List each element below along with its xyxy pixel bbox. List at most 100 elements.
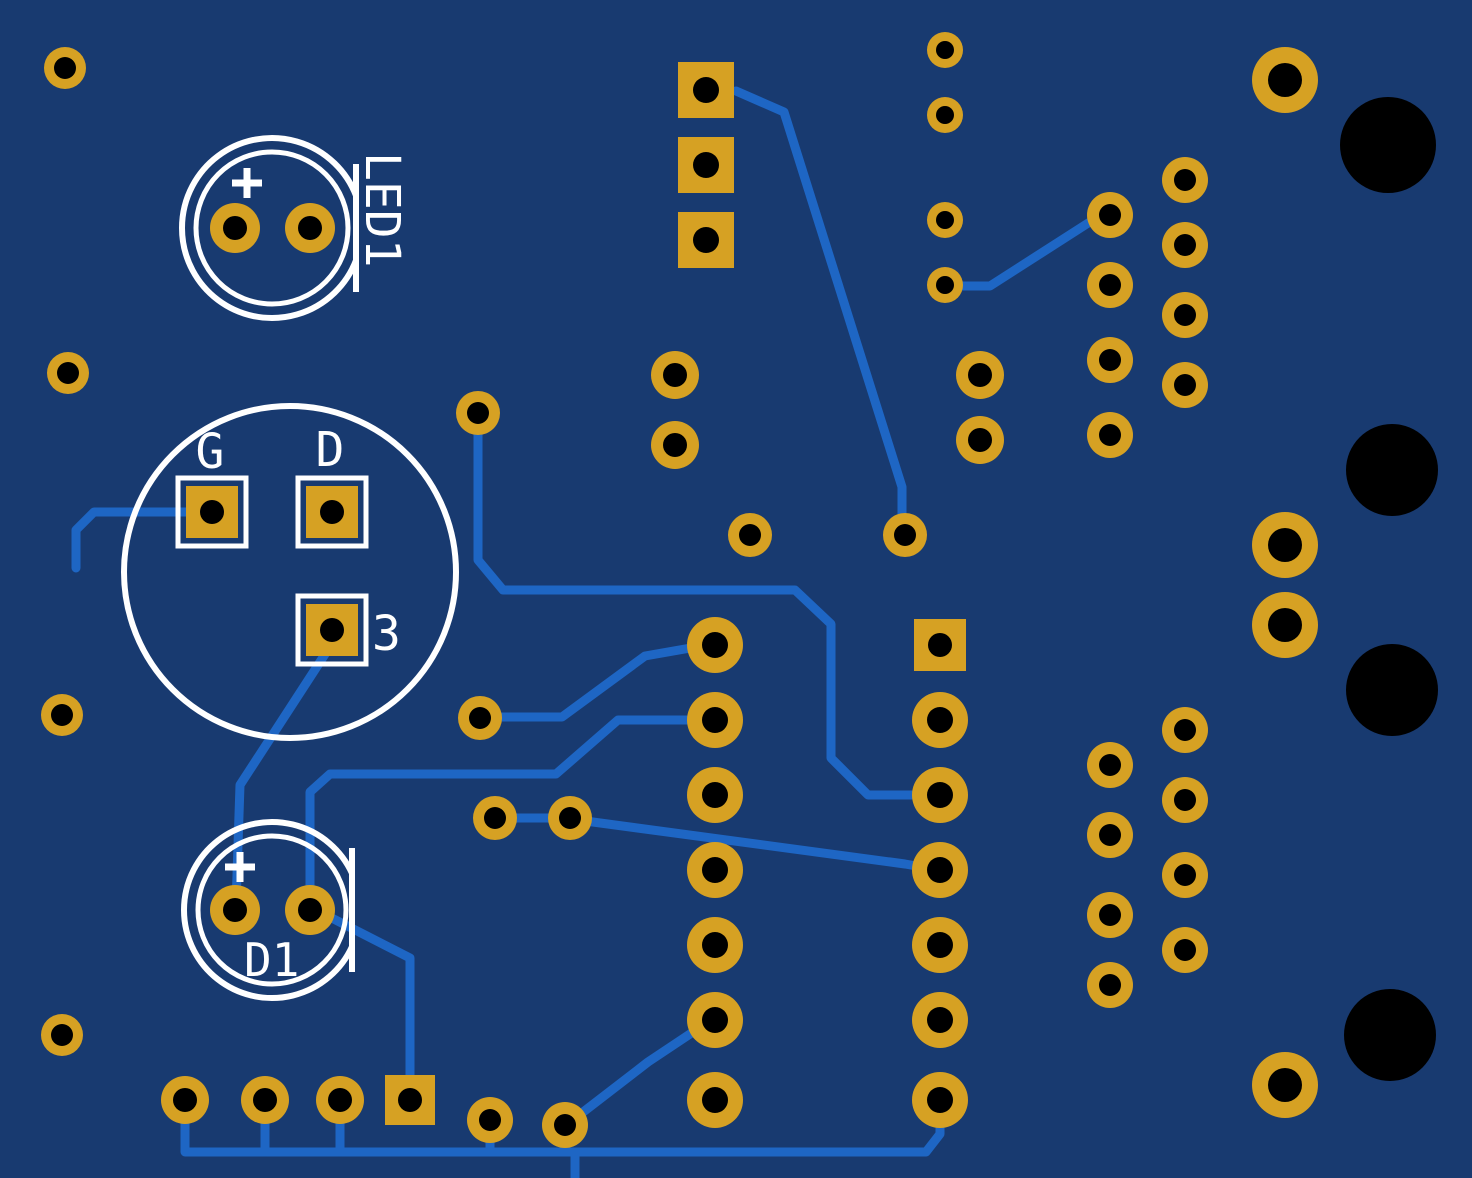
silkscreen-label-led1: LED1 <box>354 152 410 268</box>
through-hole-pad[interactable] <box>1087 742 1133 788</box>
through-hole-pad[interactable] <box>687 842 743 898</box>
square-pad[interactable] <box>914 619 966 671</box>
through-hole-pad[interactable] <box>1162 852 1208 898</box>
through-hole-pad[interactable] <box>1087 892 1133 938</box>
through-hole-pad[interactable] <box>912 842 968 898</box>
through-hole-pad[interactable] <box>161 1076 209 1124</box>
through-hole-pad[interactable] <box>1162 362 1208 408</box>
through-hole-pad[interactable] <box>687 767 743 823</box>
drill-hole <box>702 857 728 883</box>
through-hole-pad[interactable] <box>210 203 260 253</box>
through-hole-pad[interactable] <box>542 1102 588 1148</box>
square-pad[interactable] <box>385 1075 435 1125</box>
through-hole-pad[interactable] <box>241 1076 289 1124</box>
square-pad[interactable] <box>186 486 238 538</box>
drill-hole <box>253 1088 277 1112</box>
through-hole-pad[interactable] <box>285 885 335 935</box>
square-pad[interactable] <box>306 604 358 656</box>
silkscreen-component-inner-ring <box>193 149 351 307</box>
through-hole-pad[interactable] <box>927 32 963 68</box>
drill-hole <box>1099 824 1121 846</box>
copper-trace[interactable] <box>573 1021 707 1121</box>
drill-hole <box>469 707 491 729</box>
square-pad[interactable] <box>678 212 734 268</box>
copper-trace[interactable] <box>473 419 931 800</box>
through-hole-pad[interactable] <box>44 47 86 89</box>
through-hole-pad[interactable] <box>1087 337 1133 383</box>
drill-hole <box>223 216 247 240</box>
through-hole-pad[interactable] <box>687 692 743 748</box>
through-hole-pad[interactable] <box>687 917 743 973</box>
through-hole-pad[interactable] <box>467 1097 513 1143</box>
through-hole-pad[interactable] <box>458 696 502 740</box>
through-hole-pad[interactable] <box>1162 927 1208 973</box>
through-hole-pad[interactable] <box>473 796 517 840</box>
through-hole-pad[interactable] <box>47 352 89 394</box>
through-hole-pad[interactable] <box>285 203 335 253</box>
mounting-hole[interactable] <box>1346 424 1438 516</box>
copper-trace[interactable] <box>71 507 215 573</box>
through-hole-pad[interactable] <box>548 796 592 840</box>
through-hole-pad[interactable] <box>728 513 772 557</box>
drill-hole <box>936 276 954 294</box>
through-hole-pad[interactable] <box>456 391 500 435</box>
drill-hole <box>1174 939 1196 961</box>
through-hole-pad[interactable] <box>316 1076 364 1124</box>
through-hole-pad[interactable] <box>1162 777 1208 823</box>
through-hole-pad[interactable] <box>883 513 927 557</box>
drill-hole <box>1268 1068 1302 1102</box>
drill-hole <box>57 362 79 384</box>
through-hole-pad[interactable] <box>41 1014 83 1056</box>
through-hole-pad[interactable] <box>41 694 83 736</box>
through-hole-pad[interactable] <box>1162 292 1208 338</box>
through-hole-pad[interactable] <box>1162 157 1208 203</box>
through-hole-pad[interactable] <box>1087 412 1133 458</box>
drill-hole <box>1099 754 1121 776</box>
square-pad[interactable] <box>678 62 734 118</box>
through-hole-pad[interactable] <box>651 351 699 399</box>
through-hole-pad[interactable] <box>927 267 963 303</box>
through-hole-pad[interactable] <box>651 421 699 469</box>
drill-hole <box>1099 274 1121 296</box>
through-hole-pad[interactable] <box>687 1072 743 1128</box>
copper-trace[interactable] <box>731 86 907 539</box>
through-hole-pad[interactable] <box>912 692 968 748</box>
through-hole-pad[interactable] <box>1252 592 1318 658</box>
through-hole-pad[interactable] <box>956 416 1004 464</box>
through-hole-pad[interactable] <box>912 767 968 823</box>
through-hole-pad[interactable] <box>1252 47 1318 113</box>
copper-trace[interactable] <box>485 641 707 722</box>
silkscreen-component-outline <box>179 135 359 321</box>
silkscreen-label-drain: D <box>316 422 345 478</box>
through-hole-pad[interactable] <box>1087 192 1133 238</box>
mounting-hole[interactable] <box>1346 644 1438 736</box>
through-hole-pad[interactable] <box>687 992 743 1048</box>
through-hole-pad[interactable] <box>1162 707 1208 753</box>
mounting-hole[interactable] <box>1344 989 1436 1081</box>
square-pad[interactable] <box>306 486 358 538</box>
through-hole-pad[interactable] <box>210 885 260 935</box>
drill-hole <box>173 1088 197 1112</box>
through-hole-pad[interactable] <box>956 351 1004 399</box>
square-pad[interactable] <box>678 137 734 193</box>
copper-trace[interactable] <box>305 715 707 907</box>
silkscreen-label-gate: G <box>196 424 225 480</box>
through-hole-pad[interactable] <box>927 97 963 133</box>
drill-hole <box>928 633 952 657</box>
drill-hole <box>693 77 719 103</box>
through-hole-pad[interactable] <box>1162 222 1208 268</box>
through-hole-pad[interactable] <box>1252 512 1318 578</box>
through-hole-pad[interactable] <box>687 617 743 673</box>
through-hole-pad[interactable] <box>912 992 968 1048</box>
drill-hole <box>1268 608 1302 642</box>
through-hole-pad[interactable] <box>1087 962 1133 1008</box>
silkscreen-label-pin3: 3 <box>372 606 401 662</box>
mounting-hole[interactable] <box>1340 97 1436 193</box>
through-hole-pad[interactable] <box>912 1072 968 1128</box>
through-hole-pad[interactable] <box>927 202 963 238</box>
through-hole-pad[interactable] <box>1087 262 1133 308</box>
through-hole-pad[interactable] <box>1252 1052 1318 1118</box>
through-hole-pad[interactable] <box>1087 812 1133 858</box>
through-hole-pad[interactable] <box>912 917 968 973</box>
